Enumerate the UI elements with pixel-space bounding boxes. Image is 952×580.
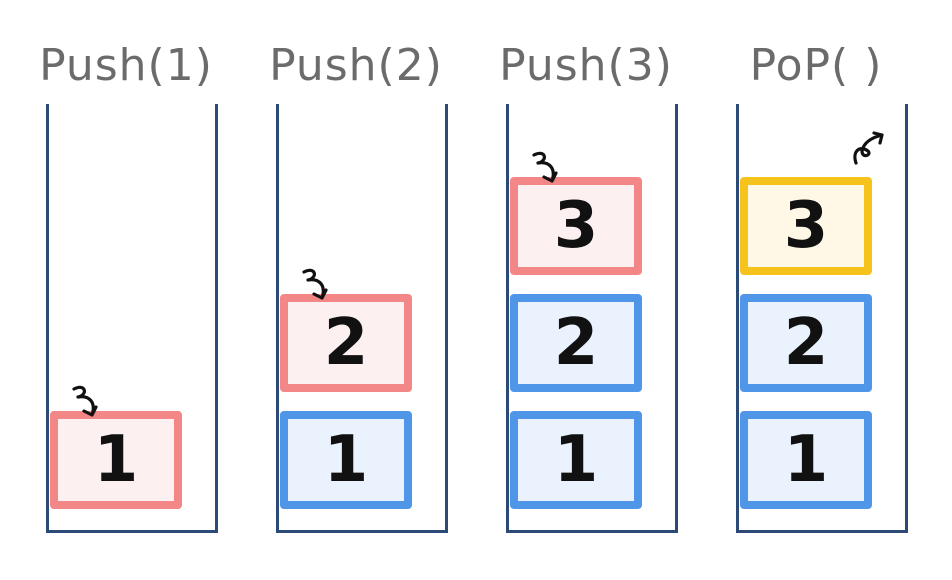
push-arrow-icon [296, 264, 336, 304]
stack-element-stored: 1 [510, 411, 642, 509]
stack-3: Push(3) 1 2 3 [496, 0, 678, 580]
stack-container [736, 104, 908, 533]
stack-title: PoP( ) [749, 40, 883, 91]
stack-element-pushed: 3 [510, 177, 642, 275]
stack-element-pushed: 1 [50, 411, 182, 509]
stack-element-pushed: 2 [280, 294, 412, 392]
push-arrow-icon [66, 381, 106, 421]
pop-arrow-icon [850, 129, 890, 169]
stack-title: Push(2) [269, 40, 443, 91]
stack-element-stored: 1 [280, 411, 412, 509]
stack-element-stored: 2 [740, 294, 872, 392]
stack-container [276, 104, 448, 533]
stack-container [46, 104, 218, 533]
stack-4: PoP( ) 1 2 3 [726, 0, 908, 580]
stack-2: Push(2) 1 2 [266, 0, 448, 580]
push-arrow-icon [526, 147, 566, 187]
stack-container [506, 104, 678, 533]
stack-element-stored: 1 [740, 411, 872, 509]
stack-title: Push(3) [499, 40, 673, 91]
stack-1: Push(1) 1 [36, 0, 218, 580]
stack-element-stored: 2 [510, 294, 642, 392]
stack-title: Push(1) [39, 40, 213, 91]
stack-element-popped: 3 [740, 177, 872, 275]
